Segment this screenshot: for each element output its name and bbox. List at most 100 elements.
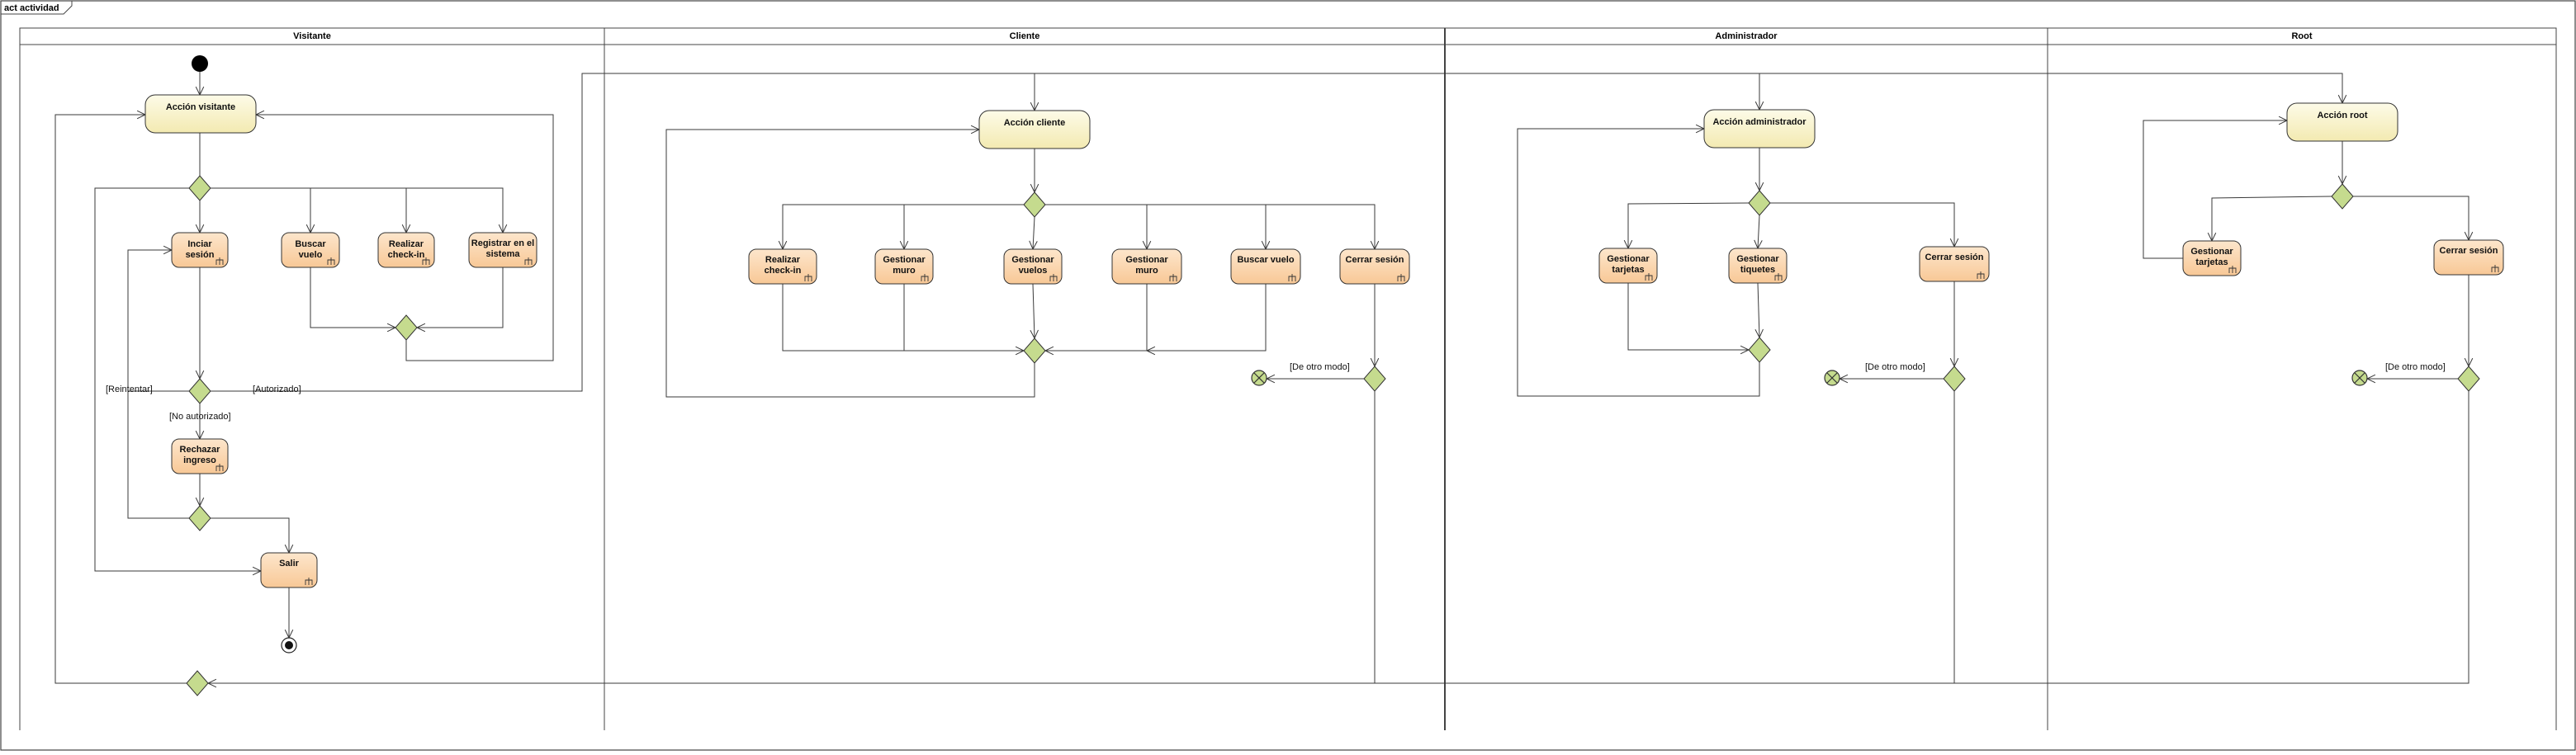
- action-iniciar-sesion[interactable]: Inciar sesión: [171, 232, 229, 268]
- action-accion-administrador[interactable]: Acción administrador: [1703, 109, 1816, 149]
- control-flow: [54, 114, 187, 684]
- control-flow: [417, 267, 504, 328]
- action-realizar-checkin-cliente[interactable]: Realizar check-in: [748, 248, 817, 285]
- final-node: [281, 637, 297, 654]
- decision-node: [2331, 183, 2354, 210]
- decision-node: [1943, 366, 1966, 392]
- call-behavior-icon: [327, 257, 335, 265]
- action-label-line: tiquetes: [1740, 265, 1775, 275]
- action-salir[interactable]: Salir: [260, 552, 318, 588]
- control-flow: [782, 284, 1024, 352]
- swimlanes: [19, 27, 2557, 730]
- call-behavior-icon: [215, 464, 224, 471]
- call-behavior-icon: [1288, 274, 1296, 281]
- action-label-line: Gestionar: [1011, 255, 1054, 265]
- action-accion-cliente[interactable]: Acción cliente: [978, 110, 1091, 149]
- action-label-line: Cerrar sesión: [2440, 246, 2498, 256]
- call-behavior-icon: [1977, 271, 1985, 279]
- control-flow: [1517, 128, 1760, 397]
- control-flow: [1045, 284, 1148, 352]
- control-flow: [211, 187, 504, 233]
- action-cerrar-sesion-root[interactable]: Cerrar sesión: [2433, 239, 2504, 276]
- action-label-line: Acción visitante: [166, 102, 235, 112]
- decision-node: [1748, 337, 1771, 363]
- action-label-line: Salir: [279, 559, 300, 569]
- action-buscar-vuelo-cliente[interactable]: Buscar vuelo: [1230, 248, 1301, 285]
- control-flow: [211, 73, 2343, 392]
- action-label-line: Gestionar: [1736, 254, 1779, 264]
- decision-node: [188, 378, 211, 404]
- control-flow: [2211, 196, 2332, 241]
- call-behavior-icon: [524, 257, 533, 265]
- action-label-line: sistema: [486, 249, 521, 259]
- frame-title-tab: [1, 1, 73, 15]
- decision-node: [1363, 366, 1386, 392]
- action-gestionar-tarjetas-admin[interactable]: Gestionar tarjetas: [1598, 248, 1658, 284]
- control-flow: [1147, 204, 1267, 249]
- control-flow: [1147, 284, 1267, 352]
- action-label-line: Acción root: [2317, 111, 2367, 120]
- action-accion-root[interactable]: Acción root: [2286, 102, 2398, 142]
- guard-de-otro-modo-cliente: [De otro modo]: [1290, 362, 1350, 372]
- call-behavior-icon: [2491, 265, 2499, 272]
- action-gestionar-tarjetas-root[interactable]: Gestionar tarjetas: [2182, 240, 2242, 276]
- guard-de-otro-modo-root: [De otro modo]: [2385, 362, 2446, 372]
- decision-node: [1023, 337, 1046, 364]
- action-gestionar-muro-2[interactable]: Gestionar muro: [1111, 248, 1182, 285]
- action-label-line: vuelo: [299, 250, 323, 260]
- control-flow: [1032, 283, 1035, 339]
- decision-node: [186, 670, 209, 696]
- action-realizar-checkin-visitante[interactable]: Realizar check-in: [377, 232, 435, 268]
- control-flow: [1266, 204, 1376, 249]
- control-flows: [54, 72, 2474, 688]
- guard-autorizado: [Autorizado]: [253, 385, 301, 394]
- lane-title-visitante: Visitante: [293, 31, 331, 41]
- action-label-line: muro: [1135, 266, 1158, 276]
- call-behavior-icon: [305, 578, 313, 585]
- flow-final-node-admin: [1824, 370, 1840, 386]
- control-flow: [211, 517, 290, 553]
- decision-node: [2457, 366, 2480, 392]
- action-registrar-en-el-sistema[interactable]: Registrar en el sistema: [468, 232, 537, 268]
- guard-reintentar: [Reintentar]: [106, 385, 153, 394]
- control-flow: [256, 114, 554, 361]
- action-label-line: Realizar: [765, 255, 801, 265]
- action-label-line: Inciar: [187, 239, 212, 249]
- action-label-line: sesión: [186, 250, 215, 260]
- action-label-line: Cerrar sesión: [1925, 252, 1984, 262]
- action-buscar-vuelo-visitante[interactable]: Buscar vuelo: [281, 232, 340, 268]
- action-rechazar-ingreso[interactable]: Rechazar ingreso: [171, 438, 229, 474]
- lane-title-administrador: Administrador: [1715, 31, 1778, 41]
- lane-title-root: Root: [2291, 31, 2312, 41]
- action-gestionar-vuelos[interactable]: Gestionar vuelos: [1003, 248, 1063, 285]
- action-gestionar-muro-1[interactable]: Gestionar muro: [874, 248, 934, 285]
- call-behavior-icon: [1169, 274, 1177, 281]
- call-behavior-icon: [2228, 266, 2237, 273]
- action-label-line: Registrar en el: [471, 238, 534, 248]
- action-label-line: Rechazar: [180, 445, 221, 455]
- call-behavior-icon: [1774, 273, 1783, 281]
- action-cerrar-sesion-admin[interactable]: Cerrar sesión: [1919, 246, 1990, 282]
- control-flow: [1627, 283, 1749, 351]
- guard-no-autorizado: [No autorizado]: [169, 412, 231, 422]
- action-gestionar-tiquetes[interactable]: Gestionar tiquetes: [1728, 248, 1788, 284]
- action-label-line: check-in: [388, 250, 425, 260]
- control-flow: [1770, 202, 1955, 247]
- frame-title: act actividad: [4, 3, 59, 13]
- action-label-line: muro: [893, 266, 916, 276]
- control-flow: [310, 267, 395, 328]
- decision-node: [395, 314, 418, 341]
- control-flow: [2143, 120, 2287, 259]
- action-label-line: tarjetas: [1612, 265, 1644, 275]
- action-nodes: Acción visitante Inciar sesión Buscar vu…: [144, 94, 2504, 588]
- action-label-line: Cerrar sesión: [1346, 255, 1404, 265]
- control-flow: [208, 391, 1376, 684]
- control-flow: [127, 249, 189, 392]
- flow-arrowhead: [1145, 346, 1156, 356]
- call-behavior-icon: [1049, 274, 1058, 281]
- action-label-line: vuelos: [1019, 266, 1048, 276]
- action-cerrar-sesion-cliente[interactable]: Cerrar sesión: [1339, 248, 1410, 285]
- action-accion-visitante[interactable]: Acción visitante: [144, 94, 257, 134]
- control-flow: [1757, 282, 1760, 338]
